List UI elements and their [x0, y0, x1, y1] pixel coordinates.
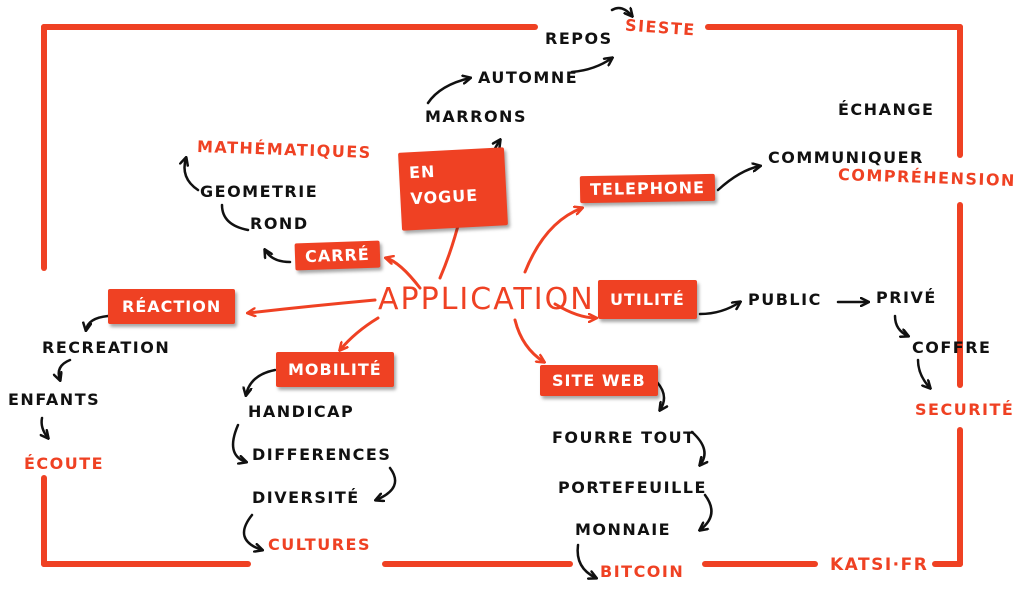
arrow-enfants-ecoute — [42, 416, 48, 438]
arrow-diversite-cultures — [242, 513, 262, 550]
arrow-mobilite-handicap — [246, 368, 277, 395]
arrow-marrons-automne — [426, 78, 470, 105]
arrow-automne-repos — [570, 58, 612, 74]
word-prive: PRIVÉ — [876, 288, 937, 307]
branch-reaction: RÉACTION — [108, 289, 236, 324]
word-automne: AUTOMNE — [478, 68, 579, 87]
arrow-center-to-reaction — [248, 298, 377, 313]
word-geometrie: GEOMETRIE — [200, 182, 319, 201]
end-ecoute: ÉCOUTE — [24, 454, 105, 473]
branch-utilite: UTILITÉ — [598, 280, 697, 319]
word-monnaie: MONNAIE — [575, 520, 672, 539]
arrow-rond-geometrie — [220, 203, 250, 232]
end-bitcoin: BITCOIN — [600, 562, 685, 581]
word-enfants: ENFANTS — [8, 390, 101, 409]
branch-mobilite: MOBILITÉ — [276, 352, 394, 387]
branch-carre: CARRÉ — [294, 240, 381, 271]
word-diversite: DIVERSITÉ — [252, 488, 360, 507]
word-portefeuille: PORTEFEUILLE — [558, 478, 707, 497]
word-recreation: RECREATION — [42, 338, 171, 357]
word-repos: REPOS — [545, 29, 613, 48]
branch-site-web: SITE WEB — [540, 365, 658, 396]
arrow-recreation-enfants — [59, 358, 72, 380]
word-public: PUBLIC — [748, 290, 822, 309]
arrow-center-to-utilite — [553, 302, 596, 318]
word-marrons: MARRONS — [425, 107, 527, 126]
branch-en-vogue: EN VOGUE — [398, 147, 508, 231]
frame — [41, 24, 963, 567]
arrow-utilite-public — [698, 302, 740, 316]
arrow-reaction-recreation — [86, 314, 110, 330]
end-securite: SECURITÉ — [915, 400, 1015, 419]
arrow-center-to-carre — [386, 258, 422, 290]
arrow-fourre-portefeuille — [690, 430, 705, 465]
arrow-telephone-communiquer — [716, 166, 760, 192]
arrow-portefeuille-monnaie — [700, 493, 713, 530]
arrow-monnaie-bitcoin — [576, 543, 596, 578]
arrow-prive-coffre — [893, 314, 908, 336]
arrow-center-to-mobilite — [340, 316, 380, 350]
arrow-geometrie-math — [185, 158, 200, 192]
word-echange: ÉCHANGE — [838, 100, 935, 119]
word-coffre: COFFRE — [912, 338, 992, 357]
arrow-carre-rond — [265, 250, 292, 264]
arrow-center-to-telephone — [523, 208, 582, 274]
word-handicap: HANDICAP — [248, 402, 355, 421]
arrow-repos-sieste — [610, 6, 632, 16]
word-fourre-tout: FOURRE TOUT — [552, 428, 696, 447]
branch-telephone: TELEPHONE — [579, 173, 716, 204]
center-title: APPLICATION — [378, 282, 595, 317]
arrow-coffre-securite — [916, 358, 930, 388]
arrow-handicap-differences — [231, 423, 246, 462]
credit-text: KATSI·FR — [830, 555, 929, 575]
word-communiquer: COMMUNIQUER — [768, 148, 924, 167]
word-differences: DIFFERENCES — [252, 445, 392, 464]
arrow-center-to-site-web — [513, 318, 544, 362]
arrow-differences-diversite — [376, 466, 397, 500]
end-cultures: CULTURES — [268, 535, 371, 554]
word-rond: ROND — [250, 214, 309, 233]
